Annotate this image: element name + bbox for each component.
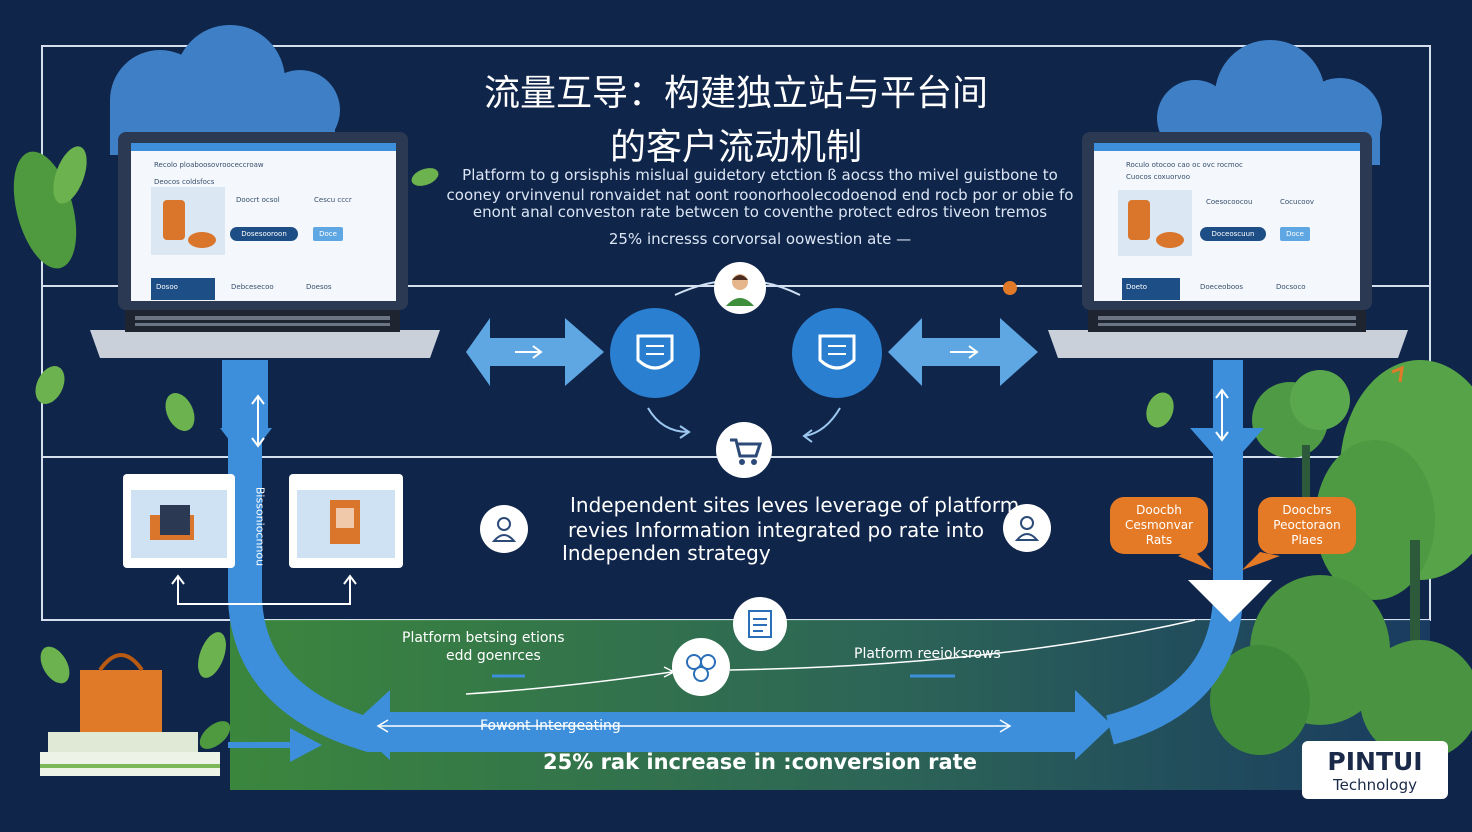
subtitle-stat: 25% incresss corvorsal oowestion ate — [608, 230, 912, 248]
subtitle-line-3: enont anal conveston rate betwcen to cov… [472, 203, 1048, 221]
blue-flow-right-head-white [1188, 580, 1272, 622]
laptop-left-b1: Dosoo [156, 283, 178, 291]
arrow-from-left-bottom [228, 728, 322, 762]
middle-text-line-1: Independent sites leves leverage of plat… [570, 493, 1020, 517]
bubble-right: Doocbrs Peoctoraon Plaes [1258, 497, 1356, 554]
flow-label-left-1: Platform betsing etions [402, 630, 565, 646]
bubble-left: Doocbh Cesmonvar Rats [1110, 497, 1208, 554]
laptop-right-btn1[interactable]: Doceoscuun [1200, 227, 1266, 241]
leaf-left-top [13, 146, 1174, 431]
laptop-left-btn2[interactable]: Doce [313, 227, 343, 241]
flow-label-right: Platform reeioksrows [854, 646, 1001, 662]
cycle-arrow-right-head [802, 429, 813, 443]
laptop-left-col1: Doocrt ocsol [236, 196, 280, 204]
pintui-logo: PINTUI Technology [1302, 741, 1448, 799]
vertical-flow-label: Bissoniocnnou [253, 486, 267, 567]
laptop-right-header: Roculo otocoo cao oc ovc rocmoc [1126, 161, 1243, 169]
laptop-left-b2: Debcesecoo [231, 283, 274, 291]
person-icon [714, 262, 766, 314]
vertical-double-arrow [251, 394, 265, 448]
laptop-right-b3: Docsoco [1276, 283, 1306, 291]
network-icon [672, 638, 730, 696]
arrow-right-small-right [950, 345, 979, 359]
bottom-stat: 25% rak increase in :conversion rate [543, 750, 977, 774]
mini-screens-left [123, 474, 403, 605]
middle-text-line-3: Independen strategy [562, 541, 771, 565]
laptop-left-b3: Doesos [306, 283, 332, 291]
shield-icon-right [792, 308, 882, 398]
title-line-2: 的客户流动机制 [609, 127, 862, 168]
cycle-curve-right [804, 407, 841, 437]
cart-icon [716, 422, 772, 478]
laptop-right-graphic [1048, 132, 1408, 358]
blue-flow-right-head-top [1190, 428, 1264, 470]
flow-label-left-2: edd goenrces [446, 648, 541, 664]
laptop-left-header: Recolo ploaboosovrooceccroaw [154, 161, 264, 169]
laptop-right-col2: Cocucoov [1280, 198, 1315, 206]
logo-line-2: Technology [1332, 776, 1418, 794]
laptop-right-col1: Coesocoocou [1206, 198, 1253, 206]
title-line-1: 流量互导：构建独立站与平台间 [483, 73, 988, 114]
user-icon [480, 505, 528, 553]
laptop-right-b1: Doeto [1126, 283, 1148, 291]
green-band [230, 620, 1430, 800]
cycle-arrow-left-head [679, 425, 691, 439]
laptop-left-col2: Cescu cccr [314, 196, 352, 204]
flow-curve-right [729, 619, 1196, 671]
user-icon-right [1003, 504, 1051, 552]
blue-flow-left [228, 360, 1080, 752]
laptop-right-btn2[interactable]: Doce [1280, 227, 1310, 241]
laptop-left-btn1[interactable]: Dosesooroon [230, 227, 298, 241]
subtitle-line-2: cooney orvinvenul ronvaidet nat oont roo… [446, 186, 1074, 204]
arrow-right-small-left [515, 345, 543, 359]
laptop-right-b2: Doeceoboos [1200, 283, 1244, 291]
middle-text-line-2: revies Information integrated po rate in… [568, 518, 985, 542]
shield-icon [610, 308, 700, 398]
subtitle-line-1: Platform to g orsisphis mislual guidetor… [462, 166, 1058, 184]
cycle-curve-left [647, 407, 689, 433]
laptop-left-sub: Deocos coldsfocs [154, 178, 215, 186]
flow-curve-left [465, 671, 673, 695]
orange-dot [1003, 281, 1017, 295]
laptop-right-sub: Cuocos coxuorvoo [1126, 173, 1190, 181]
bottom-double-arrow [352, 690, 1112, 760]
laptop-left-graphic [90, 132, 440, 358]
logo-line-1: PINTUI [1327, 747, 1423, 776]
document-icon [733, 597, 787, 651]
shopping-bag-illustration [40, 632, 231, 776]
trees-right [1210, 360, 1472, 760]
flow-label-bottom-arrow: Fowont Intergeating [480, 718, 621, 734]
